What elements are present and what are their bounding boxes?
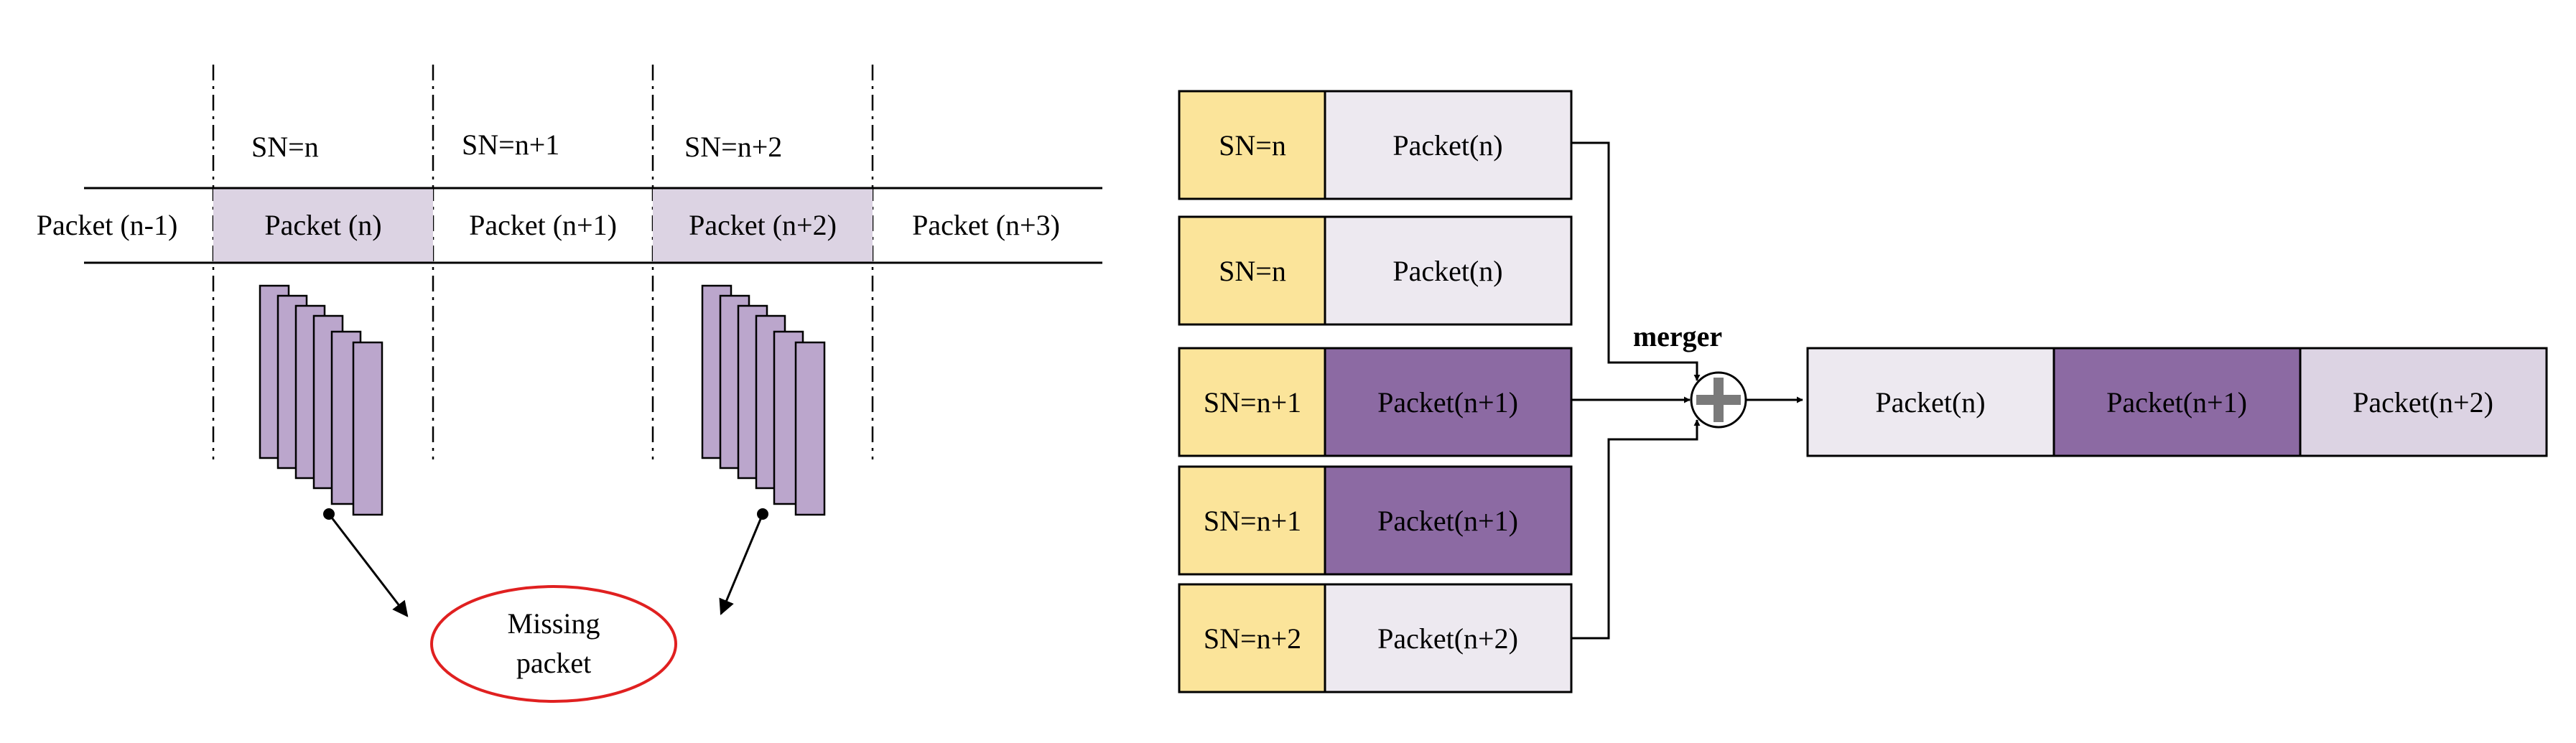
packet-cell-label: Packet(n+1): [1377, 386, 1518, 419]
missing-label-line1: Missing: [508, 607, 600, 640]
stream-packet-n-plus-1: Packet (n+1): [469, 209, 617, 241]
received-row: SN=n Packet(n): [1178, 215, 1573, 326]
missing-label-line2: packet: [516, 647, 591, 679]
sn-label-n: SN=n: [251, 131, 319, 163]
sn-cell-label: SN=n: [1219, 129, 1286, 162]
right-diagram: SN=n Packet(n) SN=n Packet(n) SN=n+1 Pac…: [1178, 90, 2548, 693]
arrow-to-missing-left: [327, 513, 409, 617]
sn-label-n-plus-2: SN=n+2: [684, 131, 782, 163]
output-label: Packet(n): [1875, 386, 1985, 419]
packet-cell: [1324, 465, 1573, 576]
connector-row5: [1571, 419, 1701, 640]
packet-cell-n-plus-2: [653, 188, 873, 263]
connector-row1: [1571, 141, 1701, 381]
stream-packet-n-minus-1: Packet (n-1): [37, 209, 178, 241]
sn-cell-label: SN=n+2: [1204, 622, 1301, 655]
merger-plus-icon: [1690, 371, 1747, 429]
received-row: SN=n+2 Packet(n+2): [1178, 583, 1573, 693]
packet-cell-label: Packet(n): [1392, 255, 1502, 287]
stack-sheet: [794, 341, 826, 516]
missing-arrows: [323, 508, 768, 617]
stream-packet-n-plus-2: Packet (n+2): [689, 209, 837, 241]
received-row: SN=n+1 Packet(n+1): [1178, 347, 1573, 457]
duplicate-stack-n: [259, 284, 383, 516]
sn-cell: [1178, 90, 1326, 200]
duplicate-stack-n-plus-2: [701, 284, 826, 516]
sn-label-n-plus-1: SN=n+1: [462, 128, 559, 161]
received-row: SN=n Packet(n): [1178, 90, 1573, 200]
sn-cell-label: SN=n: [1219, 255, 1286, 287]
output-cell-packet-n-plus-1: [2052, 347, 2302, 457]
stream-packet-n-plus-3: Packet (n+3): [912, 209, 1060, 241]
merger-label: merger: [1633, 320, 1722, 352]
packet-cell: [1324, 215, 1573, 326]
packet-cell: [1324, 90, 1573, 200]
left-diagram: SN=n SN=n+1 SN=n+2 Packet (n-1) Packet (…: [37, 65, 1102, 703]
packet-cell-n: [213, 188, 433, 263]
merged-output: Packet(n) Packet(n+1) Packet(n+2): [1806, 347, 2548, 457]
sn-cell: [1178, 583, 1326, 693]
packet-cell: [1324, 347, 1573, 457]
merger-connectors: [1571, 141, 1803, 640]
packet-cell-label: Packet(n+1): [1377, 505, 1518, 537]
received-row: SN=n+1 Packet(n+1): [1178, 465, 1573, 576]
stack-sheet: [352, 341, 383, 516]
arrow-to-missing-right: [719, 513, 764, 616]
slot-separators: [212, 65, 874, 459]
output-label: Packet(n+1): [2106, 386, 2247, 419]
output-cell-packet-n-plus-2: [2299, 347, 2548, 457]
output-cell-packet-n: [1806, 347, 2055, 457]
missing-packet-ellipse: [430, 585, 677, 703]
sn-cell-label: SN=n+1: [1204, 386, 1301, 419]
packet-cell-label: Packet(n): [1392, 129, 1502, 162]
stream-packet-n: Packet (n): [264, 209, 381, 241]
sn-cell-label: SN=n+1: [1204, 505, 1301, 537]
packet-cell-label: Packet(n+2): [1377, 622, 1518, 655]
output-label: Packet(n+2): [2353, 386, 2493, 419]
sn-cell: [1178, 347, 1326, 457]
